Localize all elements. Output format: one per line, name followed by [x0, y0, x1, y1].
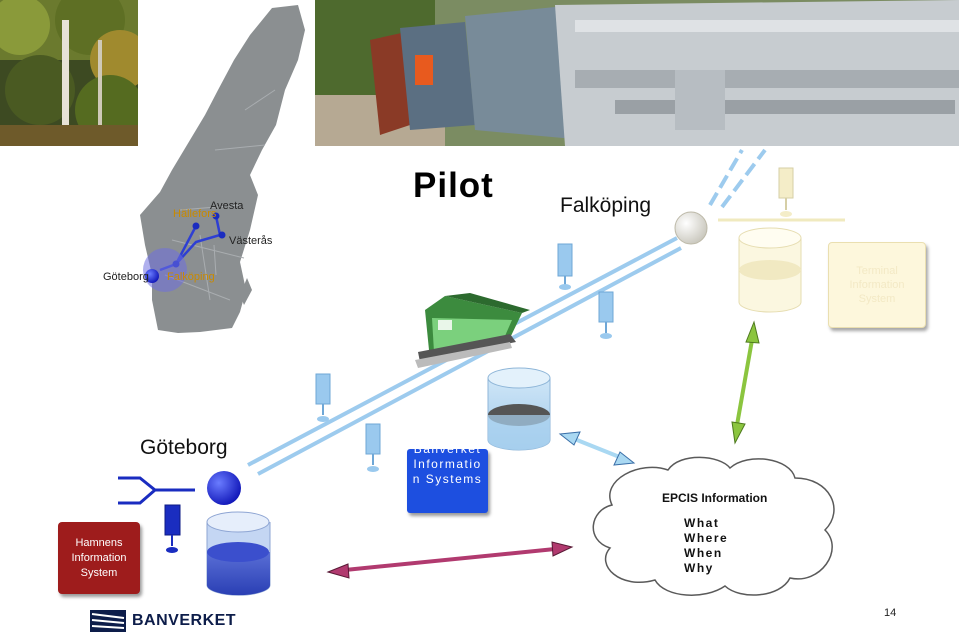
map-label-goteborg: Göteborg	[103, 271, 149, 283]
epcis-item: What	[684, 516, 720, 530]
falkoping-node-icon	[674, 211, 708, 245]
maroon-double-arrow	[326, 541, 574, 579]
train-photo	[315, 0, 959, 146]
terminal-box-line: Terminal	[856, 265, 898, 277]
steel-double-arrow	[558, 431, 636, 466]
slide-title: Pilot	[413, 166, 494, 205]
reader-post	[598, 291, 614, 339]
reader-post	[557, 243, 573, 290]
epcis-list: What Where When Why	[684, 516, 728, 576]
banverket-database-icon	[487, 367, 551, 451]
terminal-box-line: System	[858, 293, 896, 305]
map-label-avesta: Avesta	[210, 200, 244, 212]
page-number: 14	[884, 607, 897, 619]
banverket-logo-text: BANVERKET	[132, 612, 237, 629]
banverket-information-system-box: Banverket Information Systems	[407, 449, 488, 513]
port-reader-post	[164, 504, 181, 553]
hamnens-information-system-box: Hamnens Information System	[58, 522, 140, 594]
terminal-database-icon	[738, 227, 802, 313]
hamnens-box-line: System	[80, 566, 118, 579]
epcis-item: Where	[684, 531, 729, 545]
terminal-information-system-box: Terminal Information System	[828, 242, 926, 328]
green-double-arrow	[731, 320, 760, 445]
fork-icon	[118, 476, 195, 505]
epcis-item: Why	[684, 561, 714, 575]
location-falkoping: Falköping	[560, 194, 652, 217]
forest-photo	[0, 0, 138, 146]
map-label-vasteras: Västerås	[229, 235, 273, 247]
reader-post	[365, 423, 381, 472]
epcis-title: EPCIS Information	[662, 491, 768, 505]
map-label-falkoping: Falköping	[167, 271, 215, 283]
epcis-item: When	[684, 546, 723, 560]
location-goteborg: Göteborg	[140, 436, 228, 459]
terminal-box-line: Information	[849, 279, 905, 291]
hamnens-box-line: Hamnens	[75, 536, 123, 549]
banverket-box-text: Banverket Information Systems	[412, 449, 483, 486]
sweden-map	[140, 5, 305, 333]
terminal-reader-post	[778, 167, 794, 217]
banverket-logo-icon	[90, 610, 126, 632]
epcis-cloud-icon	[592, 456, 835, 596]
hamnens-box-line: Information	[71, 551, 127, 564]
locomotive-icon	[415, 293, 530, 368]
port-database-icon	[206, 511, 271, 596]
reader-post	[315, 373, 331, 422]
map-label-hallefors: Hällefors	[173, 208, 217, 220]
goteborg-node-icon	[207, 471, 241, 505]
